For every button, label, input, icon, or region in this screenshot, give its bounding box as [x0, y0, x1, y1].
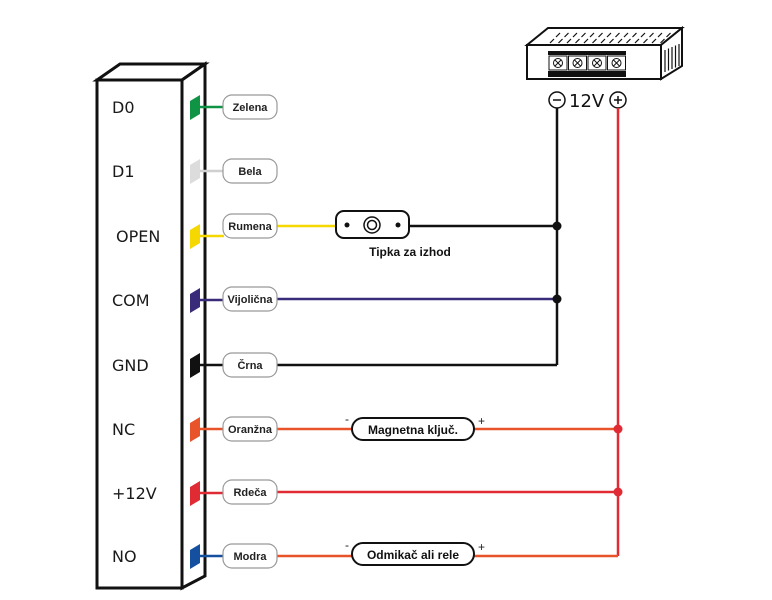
exit-button-label: Tipka za izhod: [369, 245, 451, 259]
terminal-label-com: COM: [112, 291, 150, 310]
terminal-label-nc: NC: [112, 420, 135, 439]
vent-slot: [634, 38, 640, 44]
vent-slot: [600, 38, 606, 44]
wire-label-pill: [222, 286, 278, 312]
power-supply: [524, 25, 685, 81]
vent-slot: [623, 32, 629, 38]
terminal-tab-com: [190, 288, 200, 313]
wire-label-pill: [222, 543, 278, 569]
junction-dot: [552, 221, 562, 231]
terminal-tab-12v: [190, 481, 200, 506]
vent-slot: [589, 32, 595, 38]
magnetic-lock: [351, 417, 475, 441]
vent-slot: [592, 38, 597, 44]
terminal-label-open: OPEN: [116, 227, 160, 246]
wire-color-label: Modra: [234, 551, 268, 563]
wire-color-label: Oranžna: [228, 424, 273, 436]
terminal-block-bottom: [548, 71, 626, 77]
terminal-label-12v: +12V: [112, 484, 157, 503]
wire-label-pill: [222, 213, 278, 239]
vent-slot: [566, 38, 572, 44]
vent-slot: [615, 32, 620, 38]
psu-plus-terminal: [609, 91, 627, 109]
wire-color-label: Zelena: [233, 102, 269, 114]
wire-color-label: Rdeča: [233, 487, 267, 499]
vent-slot: [617, 38, 623, 44]
wire-label-pill: [222, 352, 278, 378]
wire-label-pill: [222, 416, 278, 442]
terminal-tab-open: [190, 224, 200, 249]
wire-color-label: Rumena: [228, 221, 272, 233]
controller-box: [92, 61, 210, 591]
terminal-label-d0: D0: [112, 98, 135, 117]
vent-slot: [564, 32, 569, 38]
vent-slot: [581, 32, 586, 38]
vent-slot: [649, 32, 654, 38]
terminal-label-gnd: GND: [112, 356, 149, 375]
vent-slot: [657, 32, 663, 38]
magnetic-lock-plus: +: [478, 414, 485, 428]
psu-voltage-label: 12V: [569, 91, 605, 112]
junction-dot: [613, 487, 623, 497]
terminal-tab-nc: [190, 417, 200, 442]
strike-or-relay-minus: -: [345, 538, 349, 552]
junction-dot: [613, 424, 623, 434]
strike-or-relay-plus: +: [478, 540, 485, 554]
terminal-tab-d0: [190, 95, 200, 120]
vent-slot: [549, 38, 555, 44]
psu-minus-terminal: [548, 91, 566, 109]
wire-label-pill: [222, 479, 278, 505]
vent-slot: [609, 38, 614, 44]
wire-label-pill: [222, 158, 278, 184]
vent-slot: [572, 32, 578, 38]
magnetic-lock-minus: -: [345, 412, 349, 426]
magnetic-lock-label: Magnetna ključ.: [368, 423, 458, 437]
wire-color-label: Črna: [237, 359, 263, 372]
vent-slot: [583, 38, 589, 44]
vent-slot: [626, 38, 631, 44]
wire-color-label: Vijolična: [227, 294, 273, 306]
vent-slot: [555, 32, 561, 38]
strike-or-relay-label: Odmikač ali rele: [367, 548, 459, 562]
terminal-label-d1: D1: [112, 162, 135, 181]
junction-dot: [552, 294, 562, 304]
wire-label-pill: [222, 94, 278, 120]
vent-slot: [640, 32, 646, 38]
vent-slot: [632, 32, 637, 38]
terminal-label-no: NO: [112, 547, 137, 566]
vent-slot: [598, 32, 603, 38]
vent-slot: [558, 38, 563, 44]
exit-button: [335, 210, 410, 239]
vent-slot: [643, 38, 648, 44]
terminal-block-top: [548, 51, 626, 55]
vent-slot: [660, 38, 665, 44]
terminal-tab-d1: [190, 159, 200, 184]
wire-color-label: Bela: [238, 166, 262, 178]
terminal-tab-gnd: [190, 353, 200, 378]
vent-slot: [651, 38, 657, 44]
terminal-tab-no: [190, 544, 200, 569]
vent-slot: [606, 32, 612, 38]
vent-slot: [575, 38, 580, 44]
vent-slot: [666, 32, 671, 38]
strike-or-relay: [351, 542, 475, 566]
